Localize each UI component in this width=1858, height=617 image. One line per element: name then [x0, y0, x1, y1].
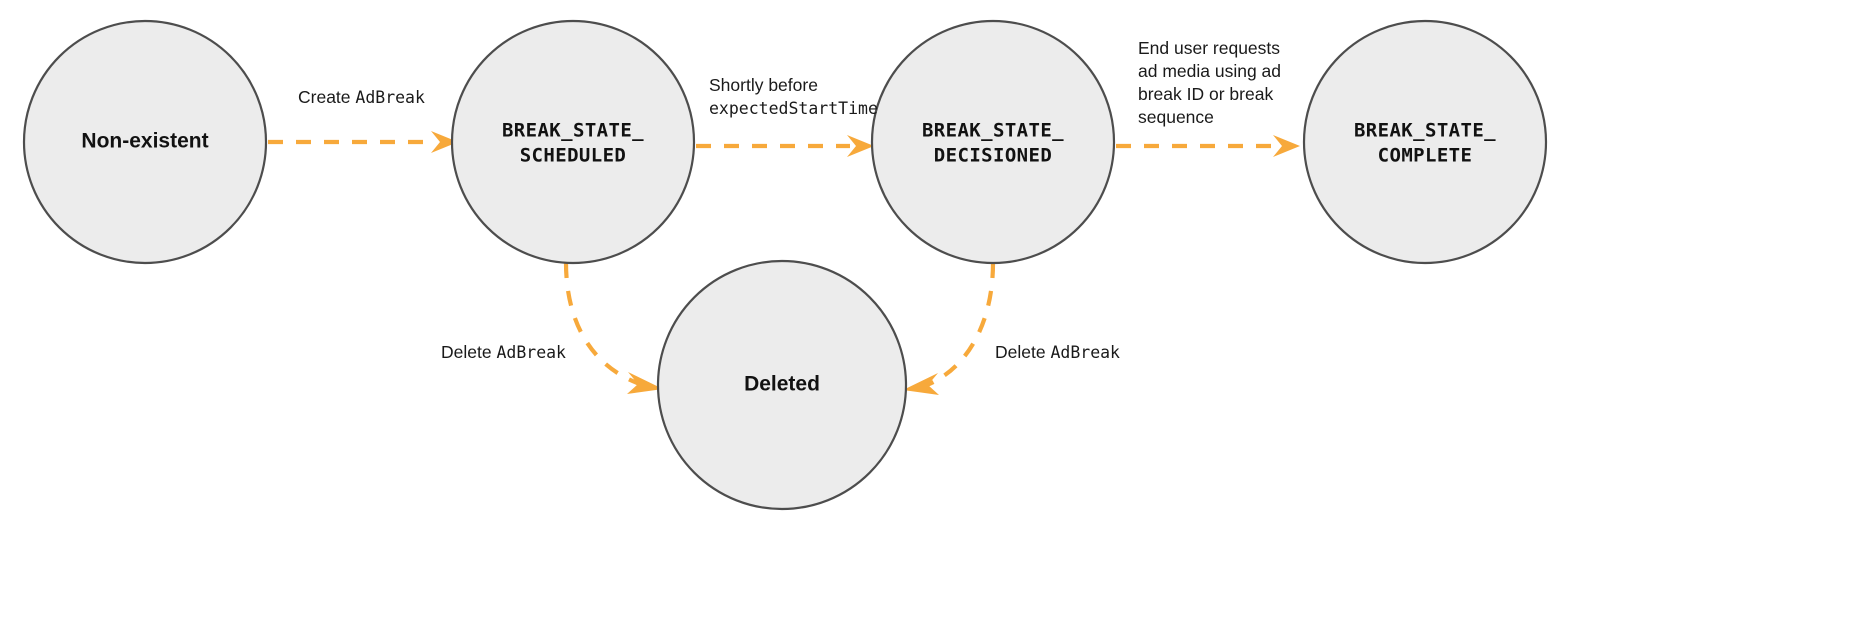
node-label-line: BREAK_STATE_ [922, 120, 1064, 142]
edge-label-segment: Delete [441, 342, 496, 362]
arrow-head-icon [431, 131, 458, 153]
node-deleted[interactable]: Deleted [656, 259, 908, 511]
node-label-line: BREAK_STATE_ [502, 120, 644, 142]
arrow-head-icon [627, 372, 663, 394]
node-break-state-decisioned[interactable]: BREAK_STATE_ DECISIONED [870, 19, 1116, 265]
edge-label-layer: Create AdBreak Shortly before expectedSta… [298, 38, 1281, 362]
edge-label-segment: break ID or break [1138, 84, 1273, 104]
edge-label-end-user-requests: End user requests ad media using ad break … [1138, 38, 1281, 127]
edge-label-shortly-before: Shortly before expectedStartTime [709, 75, 878, 118]
edge-label-segment: Shortly before [709, 75, 818, 95]
node-shape[interactable] [870, 19, 1116, 265]
edge-label-segment: AdBreak [355, 88, 425, 107]
edge-label-segment: Create [298, 87, 355, 107]
node-shape[interactable] [656, 259, 908, 511]
node-label-line: DECISIONED [934, 145, 1052, 167]
edge-label-segment: AdBreak [496, 343, 566, 362]
node-label-line: Non-existent [81, 130, 208, 153]
edge-label-segment: AdBreak [1050, 343, 1120, 362]
node-label-line: COMPLETE [1378, 145, 1473, 167]
arrow-head-icon [903, 373, 939, 395]
node-label-line: Deleted [744, 373, 820, 396]
node-non-existent[interactable]: Non-existent [22, 19, 268, 265]
edge-create-adbreak [268, 131, 458, 153]
node-layer: Non-existent BREAK_STATE_ SCHEDULED BREA… [22, 19, 1548, 511]
edge-label-segment: Delete [995, 342, 1050, 362]
edge-label-delete-from-scheduled: Delete AdBreak [441, 342, 566, 362]
node-break-state-complete[interactable]: BREAK_STATE_ COMPLETE [1302, 19, 1548, 265]
edge-layer [268, 131, 1300, 395]
node-break-state-scheduled[interactable]: BREAK_STATE_ SCHEDULED [450, 19, 696, 265]
node-shape[interactable] [22, 19, 268, 265]
edge-label-create-adbreak: Create AdBreak [298, 87, 425, 107]
edge-delete-from-scheduled [563, 262, 663, 394]
edge-label-segment: End user requests [1138, 38, 1280, 58]
edge-label-delete-from-decisioned: Delete AdBreak [995, 342, 1120, 362]
arrow-head-icon [1273, 135, 1300, 157]
edge-shortly-before [696, 135, 874, 157]
node-shape[interactable] [450, 19, 696, 265]
edge-label-segment: ad media using ad [1138, 61, 1281, 81]
edge-end-user-requests [1116, 135, 1300, 157]
edge-line [926, 262, 996, 387]
arrow-head-icon [847, 135, 874, 157]
edge-delete-from-decisioned [903, 262, 996, 395]
node-label-line: SCHEDULED [520, 145, 627, 167]
node-label-line: BREAK_STATE_ [1354, 120, 1496, 142]
edge-line [563, 262, 641, 386]
node-shape[interactable] [1302, 19, 1548, 265]
edge-label-segment: sequence [1138, 107, 1214, 127]
edge-label-segment: expectedStartTime [709, 99, 878, 118]
